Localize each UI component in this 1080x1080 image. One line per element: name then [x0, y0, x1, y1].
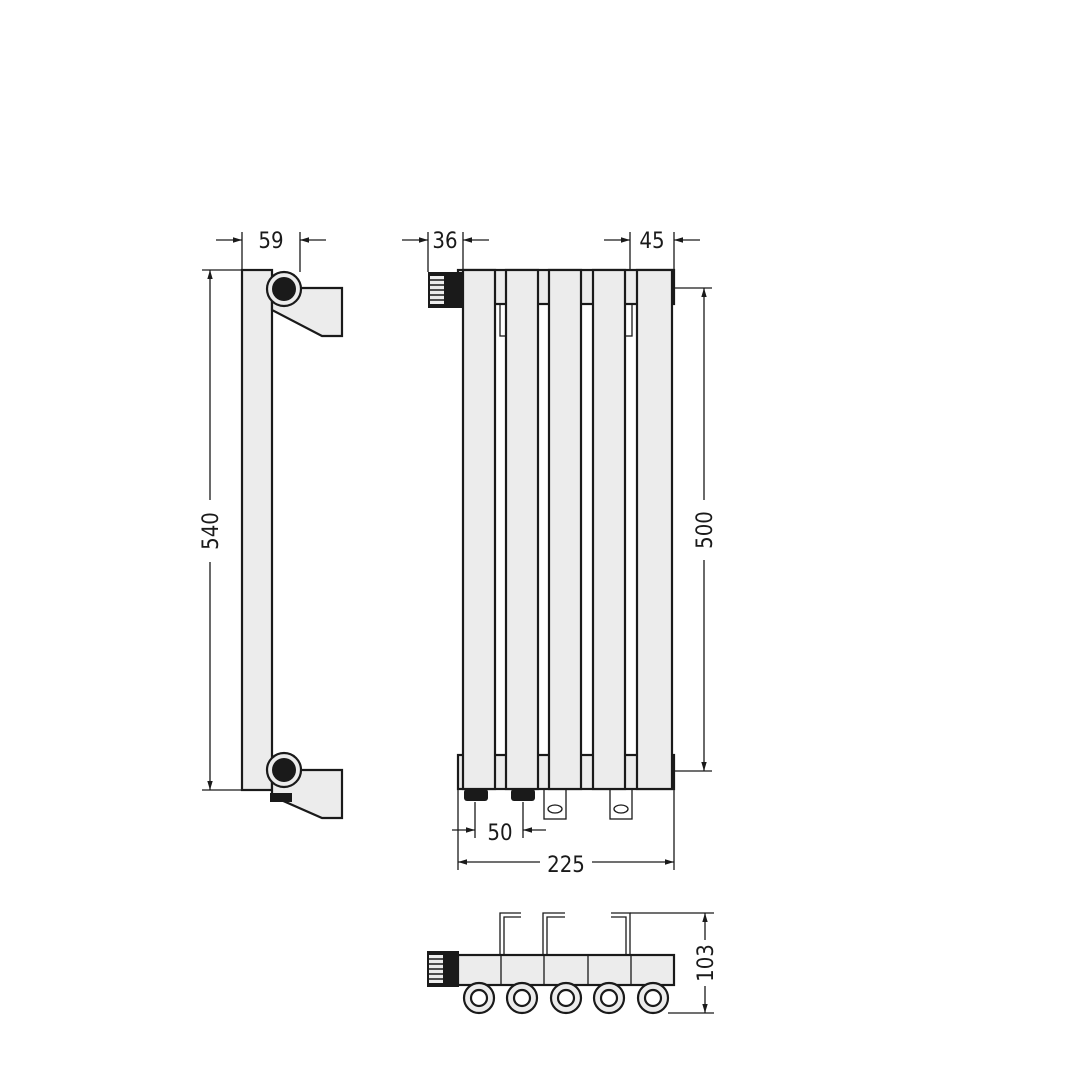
radiator-tube [635, 268, 674, 791]
side-view: 59 540 [199, 229, 344, 820]
dim-side-depth: 59 [216, 229, 326, 272]
dim-side-depth-label: 59 [258, 229, 283, 254]
dim-axis-distance: 500 [674, 287, 718, 772]
top-pipe-connection-icon [265, 270, 303, 308]
wall-bracket-icon [543, 788, 633, 820]
side-valve-icon [270, 793, 292, 802]
dim-total-width: 225 [457, 789, 675, 878]
dim-last-offset-label: 45 [639, 229, 664, 254]
top-view-collector [456, 953, 676, 987]
dim-connection-spacing-label: 50 [487, 821, 512, 846]
dim-last-offset: 45 [604, 229, 700, 270]
bottom-valve-icon [464, 789, 535, 801]
tube-section-icon [462, 981, 670, 1015]
bottom-pipe-connection-icon [265, 751, 303, 789]
dim-axis-distance-label: 500 [693, 511, 718, 549]
front-view: 36 45 500 50 [402, 229, 718, 878]
dim-top-depth: 103 [630, 912, 719, 1014]
radiator-tube [504, 268, 540, 791]
radiator-tube [547, 268, 583, 791]
dim-first-offset: 36 [402, 229, 489, 272]
radiator-tube [591, 268, 627, 791]
side-tube [240, 268, 274, 792]
dim-connection-spacing: 50 [452, 802, 546, 846]
dim-top-depth-label: 103 [694, 944, 719, 982]
thermostat-valve-icon [428, 272, 462, 308]
dim-side-height: 540 [199, 269, 242, 791]
dim-side-height-label: 540 [199, 512, 224, 550]
top-view-valve-icon [427, 951, 459, 987]
dim-first-offset-label: 36 [432, 229, 457, 254]
radiator-tube [461, 268, 497, 791]
top-view: 103 [427, 912, 719, 1015]
dim-total-width-label: 225 [547, 853, 585, 878]
top-wall-bracket-icon [499, 912, 631, 955]
